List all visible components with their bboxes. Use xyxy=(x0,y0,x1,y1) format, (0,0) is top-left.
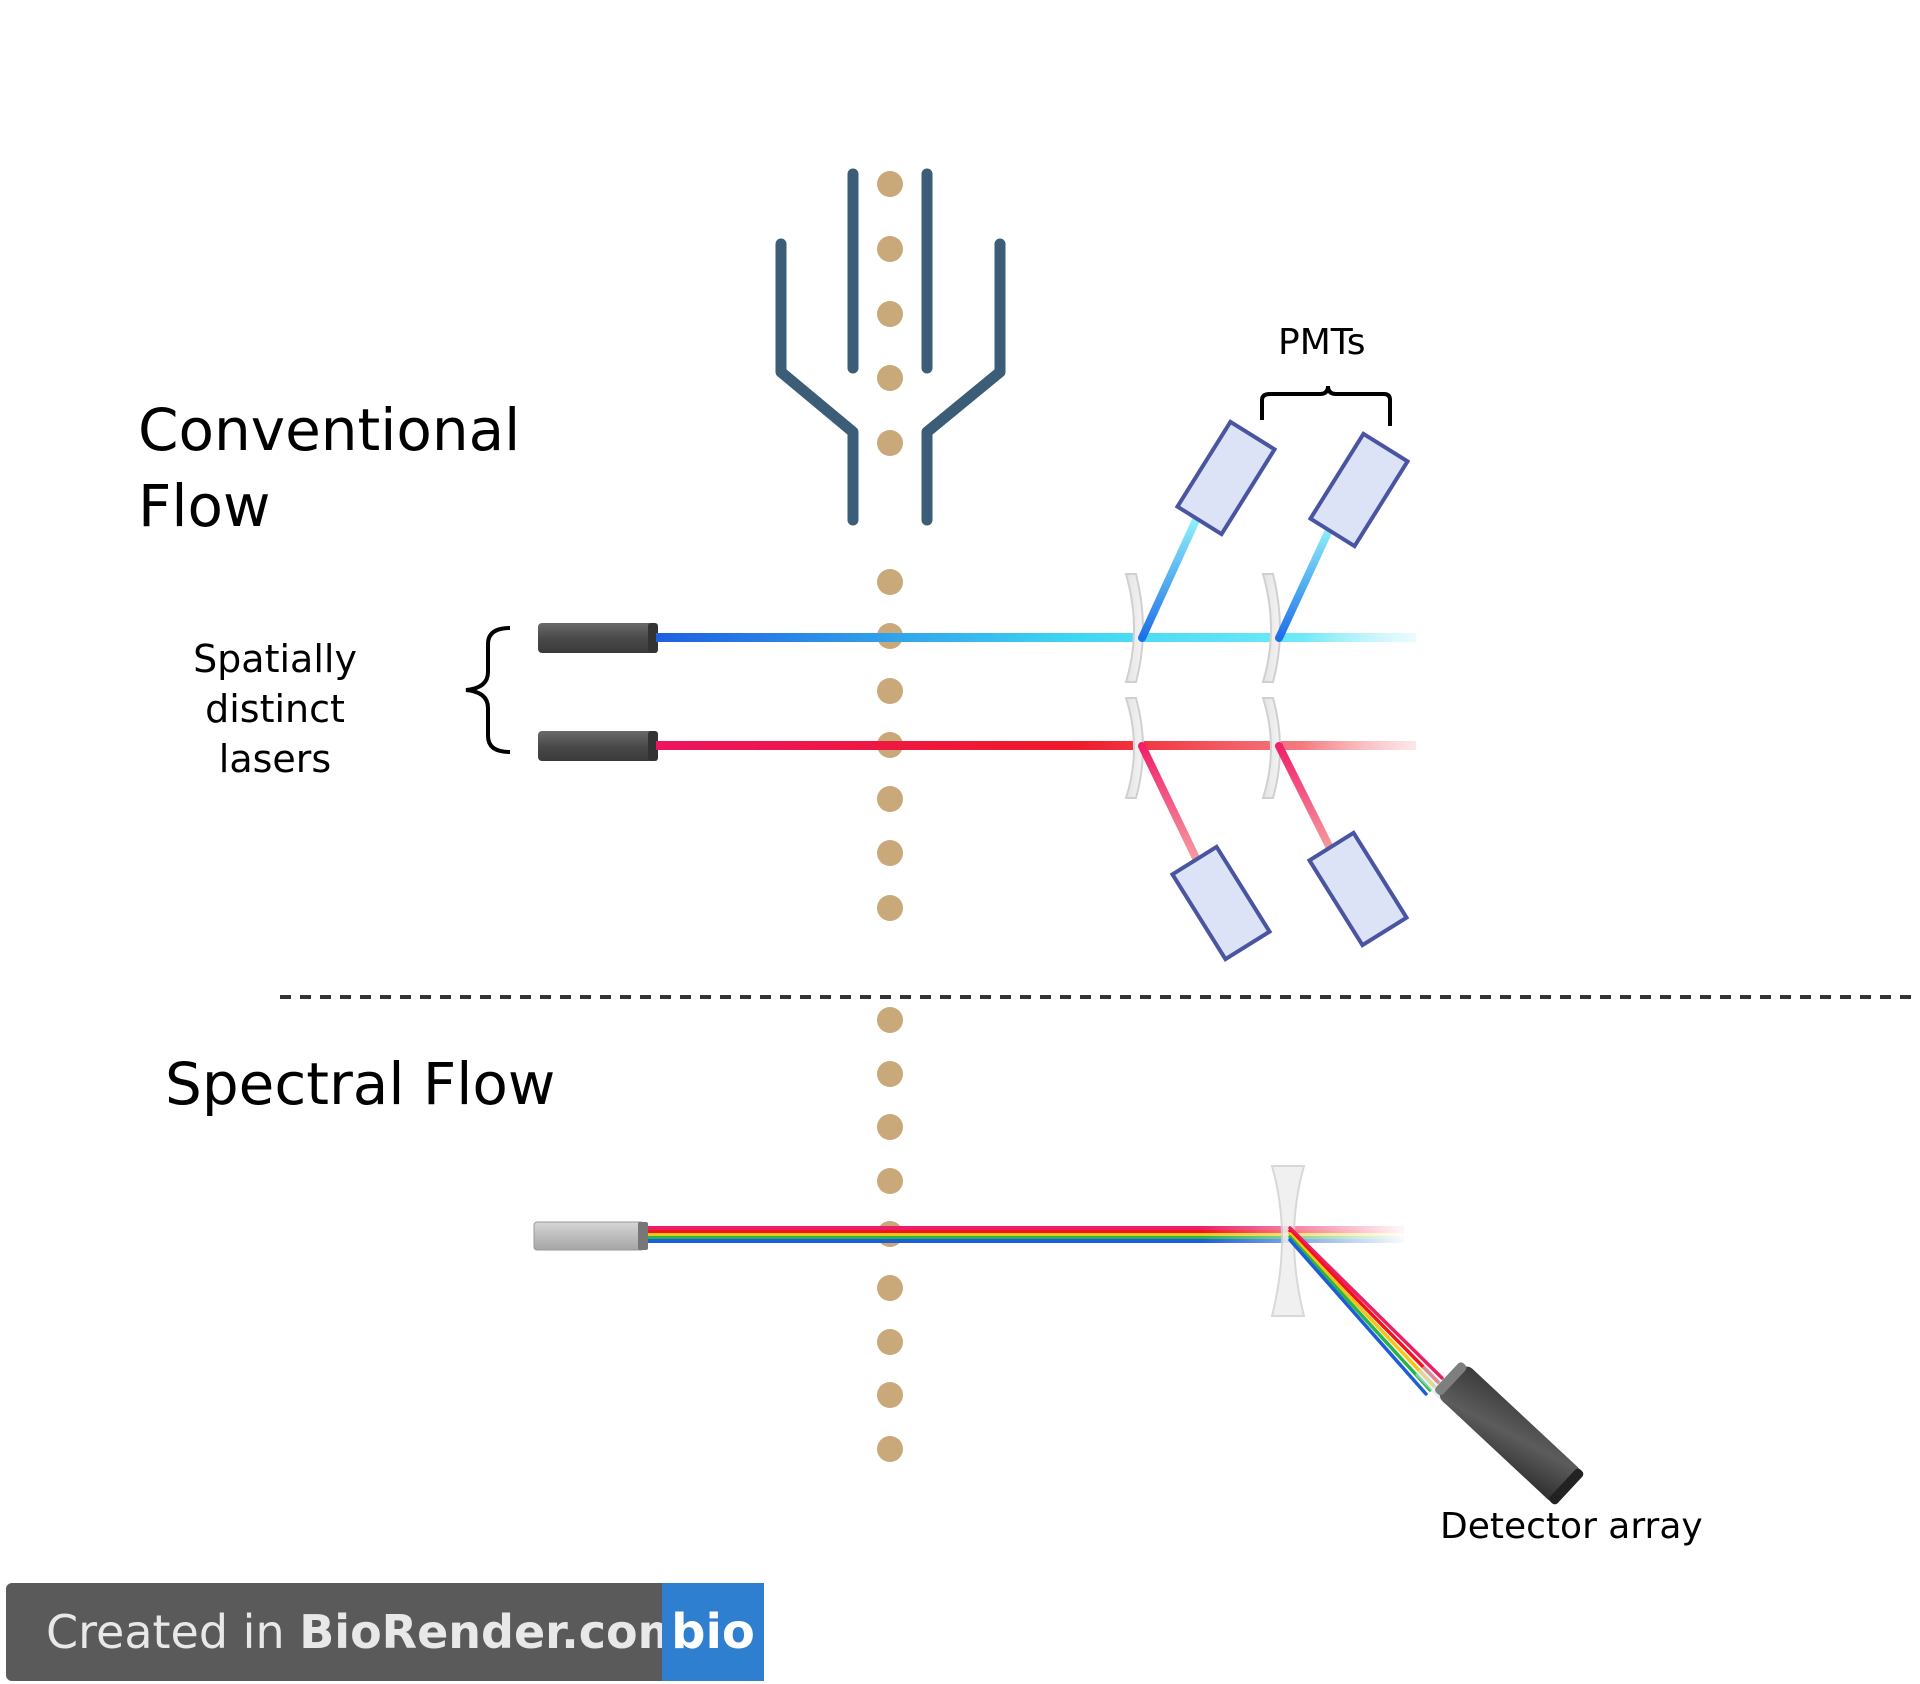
spectral-laser-source xyxy=(533,1221,645,1251)
cell-particle xyxy=(877,786,903,812)
red-laser-source xyxy=(538,731,654,761)
red-laser-beam xyxy=(656,741,1416,750)
conventional-flow-title: Conventional Flow xyxy=(138,392,520,544)
cell-particle xyxy=(877,840,903,866)
detector-array xyxy=(1435,1362,1584,1505)
pmt-1-bottom xyxy=(1169,844,1273,962)
mirror-1-red xyxy=(1124,697,1144,799)
cell-particle xyxy=(877,301,903,327)
outer-sheath-right-wall xyxy=(921,238,1006,526)
blue-laser-source xyxy=(538,623,654,653)
spectral-laser-aperture xyxy=(638,1222,648,1250)
lasers-label-line2: lasers xyxy=(218,737,332,781)
conventional-title-line1: Conventional xyxy=(138,396,521,464)
pmts-bracket xyxy=(1260,385,1392,426)
lasers-brace xyxy=(465,626,511,754)
cell-particle xyxy=(877,1275,903,1301)
detector-array-label: Detector array xyxy=(1440,1506,1703,1547)
cell-particle xyxy=(877,1329,903,1355)
mirror-2-red xyxy=(1261,697,1281,799)
lasers-label-line1: Spatially distinct xyxy=(193,637,357,731)
biorender-badge: Created in BioRender.com bio xyxy=(6,1583,764,1684)
mirror-1-blue xyxy=(1124,573,1144,683)
brand-prefix: Created in xyxy=(46,1605,300,1659)
cell-particle xyxy=(877,365,903,391)
cell-stream xyxy=(877,171,903,1462)
cell-particle xyxy=(877,430,903,456)
pmt-2-top xyxy=(1307,431,1411,549)
cell-particle xyxy=(877,678,903,704)
conventional-title-line2: Flow xyxy=(138,472,271,540)
cell-particle xyxy=(877,236,903,262)
emission-ray-1-down xyxy=(1138,742,1200,862)
cell-particle xyxy=(877,1382,903,1408)
outer-sheath-left-wall xyxy=(775,238,859,526)
blue-laser-aperture xyxy=(648,623,658,653)
red-laser-aperture xyxy=(648,731,658,761)
emission-ray-1-up xyxy=(1138,516,1200,642)
spectral-beam xyxy=(648,1224,1410,1246)
cell-particle xyxy=(877,1114,903,1140)
pmt-1-top xyxy=(1174,419,1278,537)
lasers-label: Spatially distinct lasers xyxy=(120,634,430,784)
spectral-lens xyxy=(1270,1165,1306,1317)
cell-particle xyxy=(877,171,903,197)
pmt-2-bottom xyxy=(1306,830,1410,948)
cell-particle xyxy=(877,1168,903,1194)
biorender-text: Created in BioRender.com xyxy=(6,1583,686,1681)
cell-particle xyxy=(877,1436,903,1462)
pmts-label: PMTs xyxy=(1278,322,1366,363)
dispersed-beam xyxy=(1288,1226,1444,1396)
mirror-2-blue xyxy=(1261,573,1281,683)
emission-ray-2-up xyxy=(1275,524,1334,642)
blue-laser-beam xyxy=(656,633,1416,642)
flow-nozzle xyxy=(775,168,1006,526)
spectral-flow-title: Spectral Flow xyxy=(165,1050,556,1118)
emission-ray-2-down xyxy=(1275,742,1334,852)
brand-name: BioRender.com xyxy=(299,1605,686,1659)
cell-particle xyxy=(877,1061,903,1087)
dichroic-mirrors xyxy=(1124,573,1281,799)
cell-particle xyxy=(877,1007,903,1033)
cell-particle xyxy=(877,569,903,595)
biorender-logo: bio xyxy=(662,1583,764,1681)
cell-particle xyxy=(877,895,903,921)
